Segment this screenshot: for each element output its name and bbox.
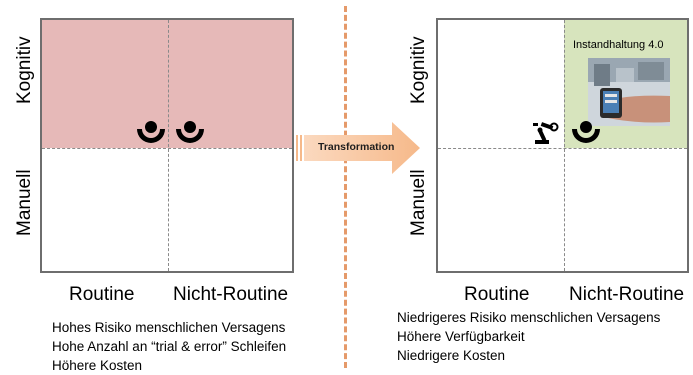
left-horizontal-divider — [42, 148, 292, 149]
left-note: Hohe Anzahl an “trial & error” Schleifen — [52, 339, 287, 354]
right-x-label-routine: Routine — [464, 284, 530, 305]
right-note: Niedrigeres Risiko menschlichen Versagen… — [397, 310, 661, 325]
left-matrix — [40, 18, 294, 273]
worker-icon — [137, 121, 165, 143]
left-note: Hohes Risiko menschlichen Versagens — [52, 320, 286, 335]
left-cognitive-highlight — [42, 20, 292, 148]
left-y-label-cognitive: Kognitiv — [14, 36, 35, 104]
right-note: Höhere Verfügbarkeit — [397, 329, 525, 344]
photo-title: Instandhaltung 4.0 — [573, 39, 664, 51]
worker-icon — [572, 121, 600, 143]
right-matrix — [436, 18, 689, 273]
left-x-label-nonroutine: Nicht-Routine — [173, 284, 289, 305]
transformation-arrow — [296, 122, 420, 174]
transformation-label: Transformation — [318, 141, 395, 153]
left-note: Höhere Kosten — [52, 358, 143, 373]
right-y-label-manual: Manuell — [408, 169, 429, 236]
right-x-label-nonroutine: Nicht-Routine — [569, 284, 685, 305]
right-vertical-divider — [564, 20, 565, 271]
smartwatch-photo — [588, 58, 670, 126]
right-notes: Niedrigeres Risiko menschlichen Versagen… — [397, 308, 660, 365]
right-y-label-cognitive: Kognitiv — [408, 36, 429, 104]
left-x-label-routine: Routine — [69, 284, 135, 305]
robot-arm-icon — [533, 122, 559, 144]
left-vertical-divider — [168, 20, 169, 271]
right-note: Niedrigere Kosten — [397, 348, 506, 363]
left-y-label-manual: Manuell — [14, 169, 35, 236]
left-notes: Hohes Risiko menschlichen Versagens Hohe… — [52, 318, 286, 375]
section-divider — [344, 6, 347, 368]
worker-icon — [176, 121, 204, 143]
right-horizontal-divider — [438, 148, 687, 149]
